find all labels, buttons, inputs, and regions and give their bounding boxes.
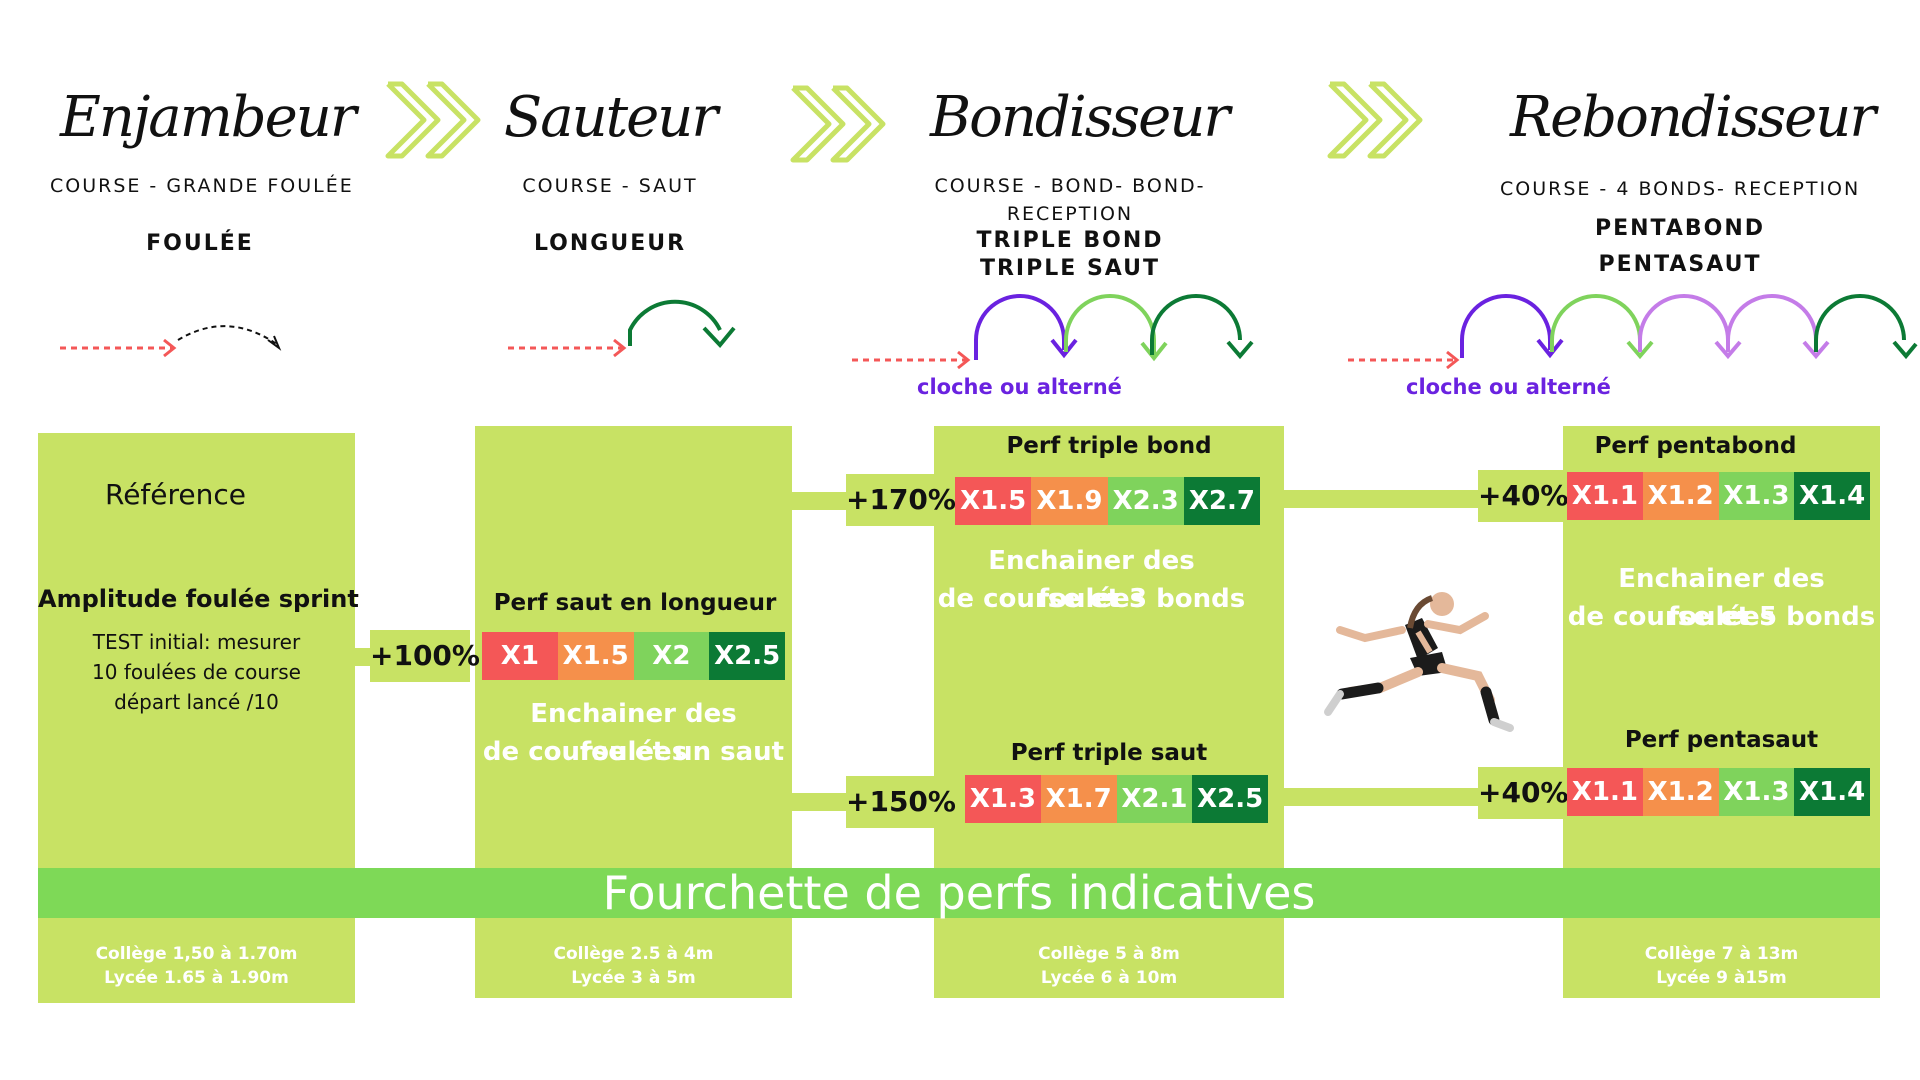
test-line: 10 foulées de course [92, 660, 301, 684]
description-line: de course et 3 bonds [937, 584, 1246, 614]
multiplier-chip: X1.1 [1567, 768, 1643, 816]
multiplier-chip: X1.9 [1031, 477, 1108, 525]
stage-event: PENTASAUT [1598, 252, 1762, 277]
double-chevron-icon [1327, 81, 1423, 159]
percent-badge: +40% [1478, 470, 1568, 522]
multiplier-chip: X2.7 [1183, 477, 1260, 525]
description-line: de course et 5 bonds [1567, 602, 1876, 632]
multiplier-chip: X1.5 [557, 632, 634, 680]
stage-subtitle: COURSE - GRANDE FOULÉE [50, 175, 354, 197]
stage-title-rebondisseur: Rebondisseur [1510, 85, 1876, 150]
stage-title-enjambeur: Enjambeur [60, 85, 357, 150]
multiplier-chip: X2 [633, 632, 710, 680]
stage-event: FOULÉE [146, 231, 254, 256]
stage-subtitle: RECEPTION [1006, 203, 1134, 225]
multiplier-row: X1.1 X1.2 X1.3 X1.4 [1567, 472, 1870, 520]
connector [792, 492, 862, 510]
multiplier-row: X1 X1.5 X2 X2.5 [482, 632, 785, 680]
description-line: Enchainer des foulées [530, 699, 737, 767]
multiplier-chip: X1 [482, 632, 558, 680]
range-lycee: Lycée 3 à 5m [571, 968, 696, 988]
connector [1284, 490, 1484, 508]
multiplier-row: X1.1 X1.2 X1.3 X1.4 [1567, 768, 1870, 816]
multiplier-chip: X1.2 [1642, 472, 1719, 520]
multiplier-chip: X2.3 [1107, 477, 1184, 525]
multiplier-chip: X1.4 [1794, 768, 1870, 816]
multiplier-chip: X1.7 [1040, 775, 1117, 823]
amplitude-label: Amplitude foulée sprint [38, 585, 359, 613]
perf-label: Perf saut en longueur [493, 590, 777, 616]
test-line: départ lancé /10 [114, 690, 279, 714]
multiplier-chip: X1.1 [1567, 472, 1643, 520]
range-lycee: Lycée 6 à 10m [1040, 968, 1178, 988]
description-line: de course et un saut [482, 737, 785, 767]
perf-label: Perf triple saut [1010, 740, 1208, 766]
perf-label: Perf triple bond [1006, 433, 1212, 459]
cloche-label: cloche ou alterné [1406, 375, 1611, 399]
stage-event: TRIPLE SAUT [979, 256, 1161, 281]
cloche-label: cloche ou alterné [917, 375, 1122, 399]
reference-title: Référence [105, 478, 246, 511]
foulee-diagram [60, 294, 1918, 370]
stage-title-bondisseur: Bondisseur [930, 85, 1230, 150]
connector [792, 793, 862, 811]
percent-badge: +40% [1478, 767, 1568, 819]
range-lycee: Lycée 9 à15m [1656, 968, 1787, 988]
multiplier-chip: X1.2 [1642, 768, 1719, 816]
range-college: Collège 1,50 à 1.70m [95, 944, 298, 964]
range-college: Collège 5 à 8m [1038, 944, 1180, 964]
multiplier-chip: X2.1 [1116, 775, 1193, 823]
stage-event: PENTABOND [1594, 216, 1766, 241]
percent-badge: +170% [846, 474, 956, 526]
multiplier-row: X1.3 X1.7 X2.1 X2.5 [965, 775, 1268, 823]
multiplier-chip: X1.3 [1718, 768, 1795, 816]
stage-subtitle: COURSE - SAUT [522, 175, 698, 197]
multiplier-chip: X1.3 [1718, 472, 1795, 520]
multiplier-chip: X2.5 [709, 632, 785, 680]
stage-event: LONGUEUR [533, 231, 687, 256]
indicative-range-band: Fourchette de perfs indicatives [38, 868, 1880, 918]
multiplier-chip: X2.5 [1192, 775, 1268, 823]
runner-image [1324, 592, 1514, 732]
multiplier-chip: X1.3 [965, 775, 1041, 823]
perf-label: Perf pentasaut [1624, 727, 1819, 753]
description-line: Enchainer des foulées [988, 546, 1195, 614]
range-college: Collège 2.5 à 4m [553, 944, 714, 964]
multiplier-row: X1.5 X1.9 X2.3 X2.7 [955, 477, 1260, 525]
stage-title-sauteur: Sauteur [503, 85, 718, 150]
stage-subtitle: COURSE - BOND- BOND- [934, 175, 1206, 197]
connector [1284, 788, 1484, 806]
test-line: TEST initial: mesurer [92, 630, 301, 654]
perf-label: Perf pentabond [1594, 433, 1797, 459]
range-lycee: Lycée 1.65 à 1.90m [104, 968, 289, 988]
multiplier-chip: X1.5 [955, 477, 1032, 525]
double-chevron-icon [385, 81, 481, 159]
percent-badge: +100% [370, 630, 480, 682]
double-chevron-icon [790, 85, 886, 163]
stage-event: TRIPLE BOND [976, 228, 1164, 253]
description-line: Enchainer des foulées [1618, 564, 1825, 632]
stage-subtitle: COURSE - 4 BONDS- RECEPTION [1500, 178, 1861, 200]
percent-badge: +150% [846, 776, 956, 828]
multiplier-chip: X1.4 [1794, 472, 1870, 520]
range-college: Collège 7 à 13m [1644, 944, 1799, 964]
